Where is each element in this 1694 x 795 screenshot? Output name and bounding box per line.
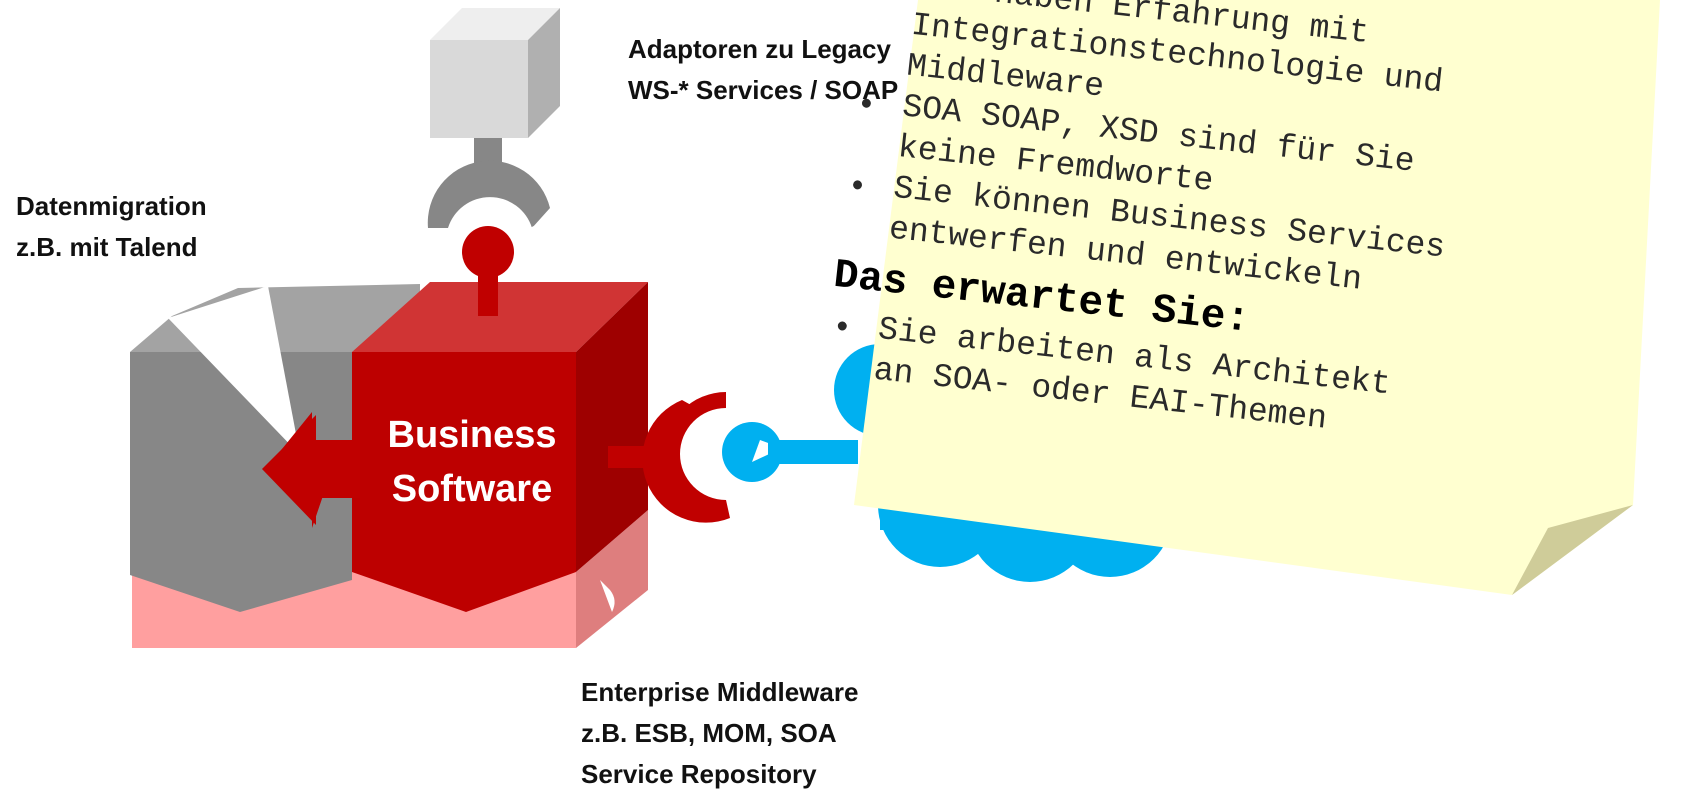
sticky-note-text: Sie haben Erfahrung mit Integrationstech… xyxy=(831,0,1674,583)
legacy-adapter-services: WS-* Services / SOAP xyxy=(628,75,899,105)
data-migration-block xyxy=(130,284,420,612)
data-migration-title: Datenmigration xyxy=(16,191,207,221)
legacy-adapter-title: Adaptoren zu Legacy xyxy=(628,34,891,64)
data-migration-example: z.B. mit Talend xyxy=(16,232,198,262)
legacy-adapter-connector xyxy=(427,8,560,316)
enterprise-middleware-examples: z.B. ESB, MOM, SOA xyxy=(581,718,837,748)
legacy-adapter-label: Adaptoren zu Legacy WS-* Services / SOAP xyxy=(628,29,898,111)
enterprise-middleware-repository: Service Repository xyxy=(581,759,817,789)
business-software-line-2: Software xyxy=(391,468,553,510)
business-software-block xyxy=(262,282,648,612)
business-software-line-1: Business xyxy=(387,414,557,456)
enterprise-middleware-title: Enterprise Middleware xyxy=(581,677,859,707)
enterprise-middleware-label: Enterprise Middleware z.B. ESB, MOM, SOA… xyxy=(581,672,858,795)
middleware-socket-connector xyxy=(608,392,858,523)
business-software-label: Business Software xyxy=(352,408,592,516)
data-migration-label: Datenmigration z.B. mit Talend xyxy=(16,186,207,268)
